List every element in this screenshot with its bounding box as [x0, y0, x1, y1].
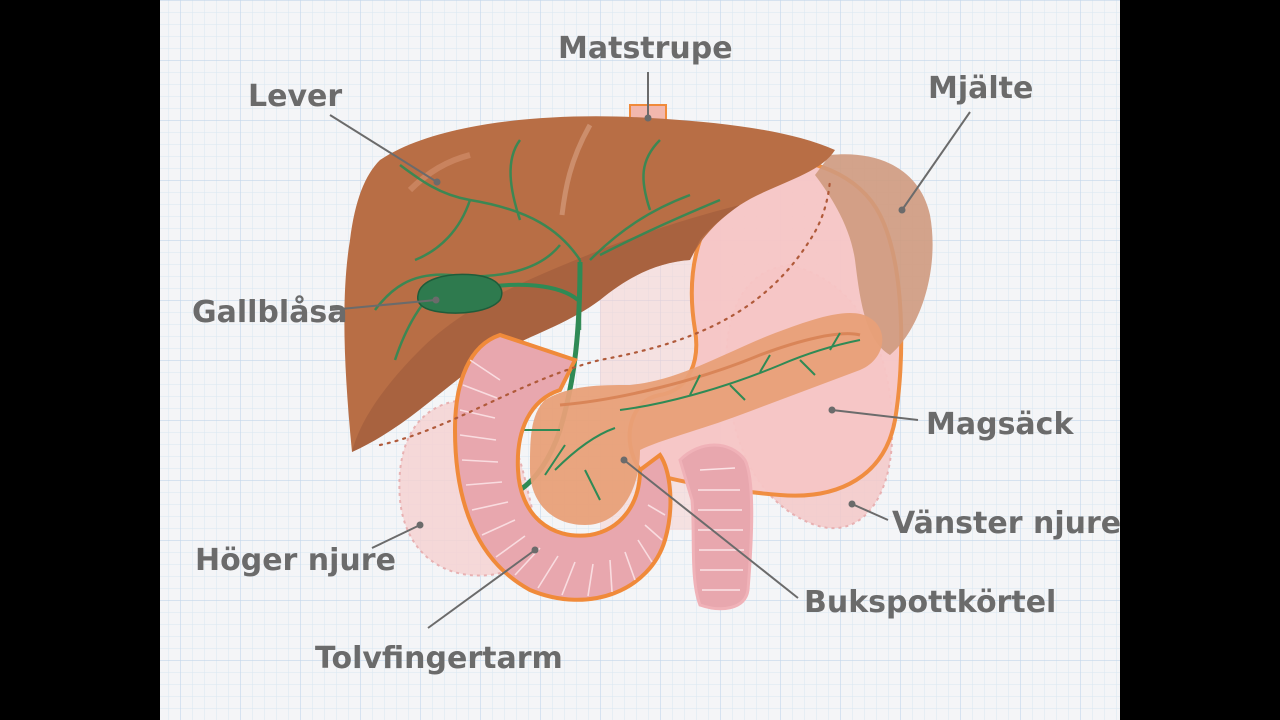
spleen-shape: [815, 154, 933, 355]
leader-liver: [329, 114, 438, 183]
label-right-kidney: Höger njure: [195, 543, 396, 578]
label-left-kidney: Vänster njure: [892, 506, 1121, 541]
leader-stomach: [831, 409, 919, 421]
right-letterbox: [1120, 0, 1280, 720]
leader-right-kidney: [371, 524, 421, 549]
left-letterbox: [0, 0, 160, 720]
label-gallbladder: Gallblåsa: [192, 294, 348, 330]
label-pancreas: Bukspottkörtel: [804, 585, 1056, 620]
leader-spleen: [901, 111, 971, 211]
label-duodenum: Tolvfingertarm: [315, 641, 563, 676]
leader-dots: [416, 114, 906, 554]
leader-gallbladder: [329, 299, 437, 311]
duodenum-shape: [452, 332, 754, 611]
label-spleen: Mjälte: [928, 71, 1033, 106]
leader-left-kidney: [851, 503, 889, 521]
label-esophagus: Matstrupe: [558, 31, 733, 66]
leader-lines: [329, 72, 971, 629]
leader-pancreas: [623, 459, 799, 599]
label-liver: Lever: [248, 79, 342, 114]
label-stomach: Magsäck: [926, 407, 1074, 442]
dotted-outline: [378, 178, 832, 447]
leader-duodenum: [427, 549, 536, 629]
pancreas-shape: [520, 313, 883, 525]
gallbladder-shape: [417, 273, 503, 314]
